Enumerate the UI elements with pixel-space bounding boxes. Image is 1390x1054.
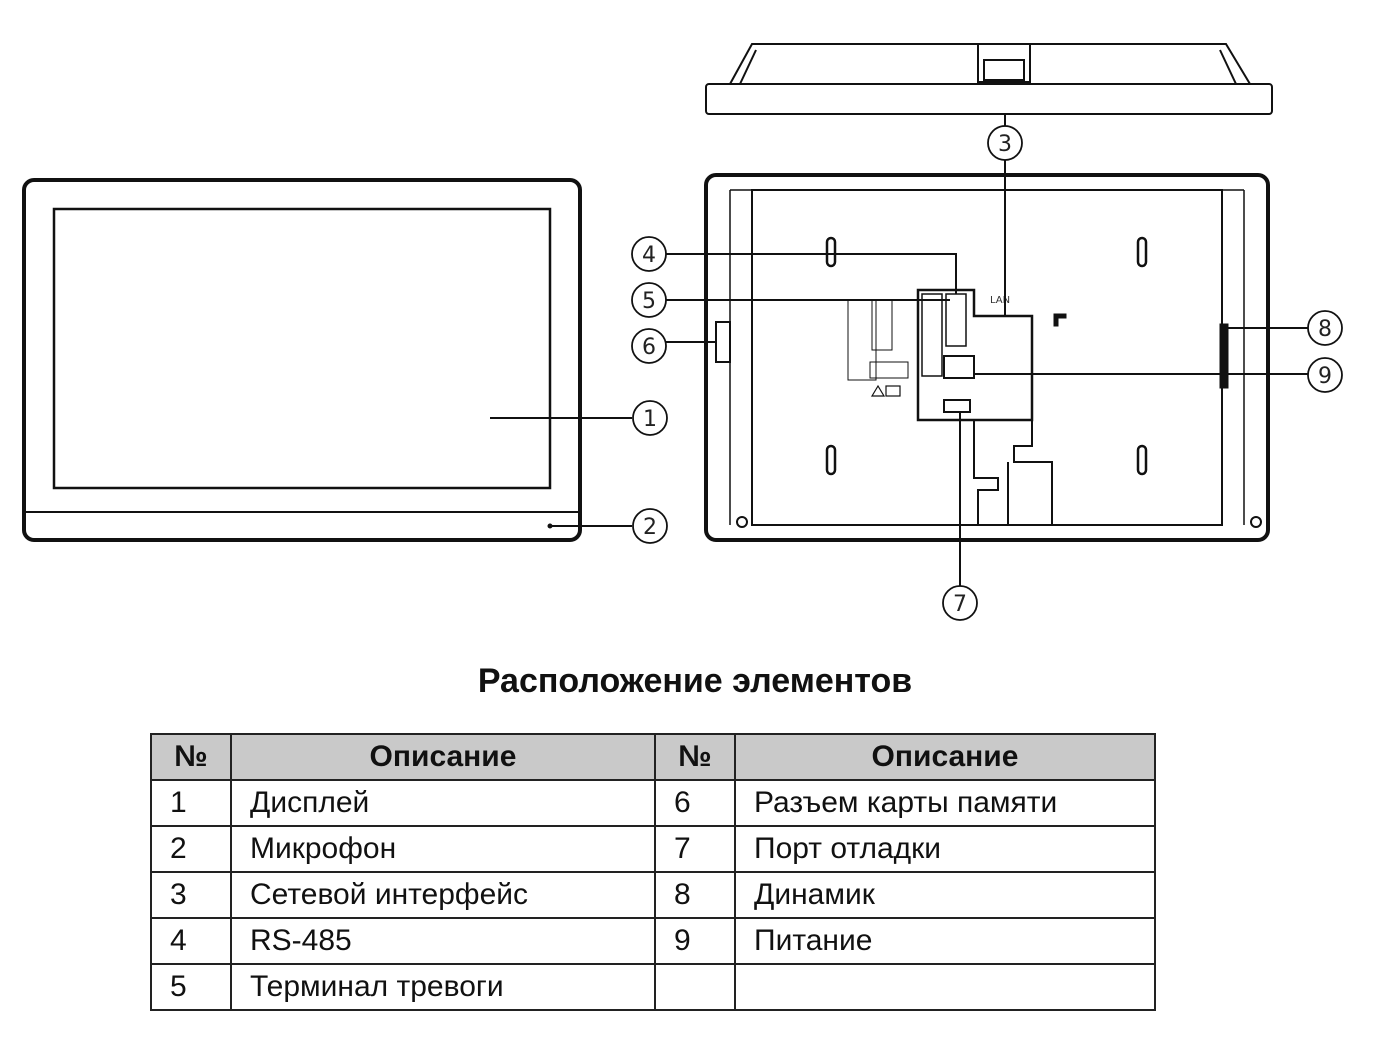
figure-caption: Расположение элементов [477,662,913,700]
cell-num: 4 [150,917,232,965]
cell-num [654,963,736,1011]
header-description: Описание [230,733,656,781]
cell-description: Сетевой интерфейс [230,871,656,919]
cell-num: 6 [654,779,736,827]
callout-8-num: 8 [1318,317,1332,342]
table-row: 3 Сетевой интерфейс 8 Динамик [150,871,1156,919]
callout-5-num: 5 [642,289,656,314]
cell-description: Питание [734,917,1156,965]
table-row: 1 Дисплей 6 Разъем карты памяти [150,779,1156,827]
cell-num: 9 [654,917,736,965]
callout-3: 3 [987,125,1023,161]
cell-description: Разъем карты памяти [734,779,1156,827]
callout-7: 7 [942,585,978,621]
legend-table: № Описание № Описание 1 Дисплей 6 Разъем… [150,733,1156,1011]
callout-6: 6 [631,328,667,364]
cell-num: 8 [654,871,736,919]
cell-num: 5 [150,963,232,1011]
callout-8: 8 [1307,310,1343,346]
cell-description: Дисплей [230,779,656,827]
front-view [22,178,582,542]
cell-description: RS-485 [230,917,656,965]
header-description: Описание [734,733,1156,781]
cell-description [734,963,1156,1011]
header-num: № [150,733,232,781]
callout-2: 2 [632,508,668,544]
callout-4: 4 [631,236,667,272]
callout-2-num: 2 [643,515,657,540]
callout-9: 9 [1307,357,1343,393]
header-num: № [654,733,736,781]
table-row: 4 RS-485 9 Питание [150,917,1156,965]
callout-9-num: 9 [1318,364,1332,389]
device-diagram: LAN 1 2 3 4 5 6 7 [22,43,1343,621]
top-view [705,43,1273,115]
cell-num: 1 [150,779,232,827]
legend-header-row: № Описание № Описание [150,733,1156,781]
callout-1-num: 1 [643,407,657,432]
cell-num: 7 [654,825,736,873]
callout-3-num: 3 [998,132,1012,157]
cell-num: 3 [150,871,232,919]
callout-4-num: 4 [642,243,656,268]
callout-7-num: 7 [953,592,967,617]
cell-description: Микрофон [230,825,656,873]
cell-num: 2 [150,825,232,873]
cell-description: Динамик [734,871,1156,919]
callout-5: 5 [631,282,667,318]
leader-lines [490,114,1308,586]
cell-description: Порт отладки [734,825,1156,873]
table-row: 2 Микрофон 7 Порт отладки [150,825,1156,873]
table-row: 5 Терминал тревоги [150,963,1156,1011]
callout-6-num: 6 [642,335,656,360]
callout-1: 1 [632,400,668,436]
cell-description: Терминал тревоги [230,963,656,1011]
lan-label: LAN [990,295,1010,306]
back-view: LAN [704,173,1270,542]
